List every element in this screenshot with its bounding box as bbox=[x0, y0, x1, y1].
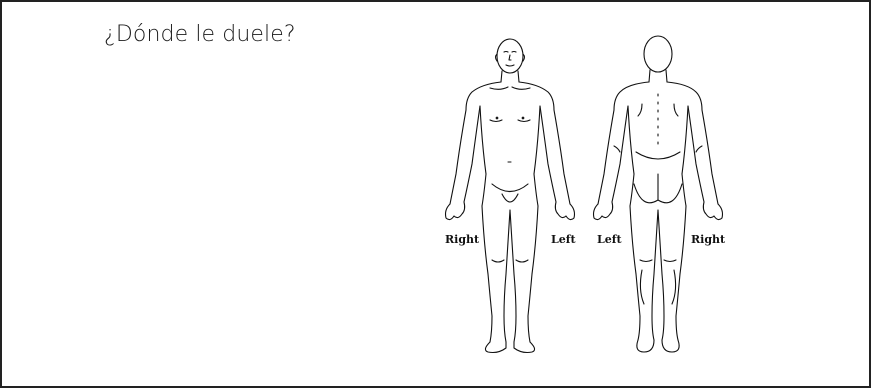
back-left-label: Left bbox=[597, 233, 622, 246]
body-diagram[interactable] bbox=[430, 34, 740, 356]
back-right-label: Right bbox=[691, 233, 725, 246]
front-right-label: Right bbox=[445, 233, 479, 246]
front-body-figure[interactable] bbox=[446, 39, 575, 353]
pain-location-question: ¿Dónde le duele? bbox=[104, 22, 296, 47]
back-body-figure[interactable] bbox=[594, 36, 723, 352]
front-left-label: Left bbox=[551, 233, 576, 246]
